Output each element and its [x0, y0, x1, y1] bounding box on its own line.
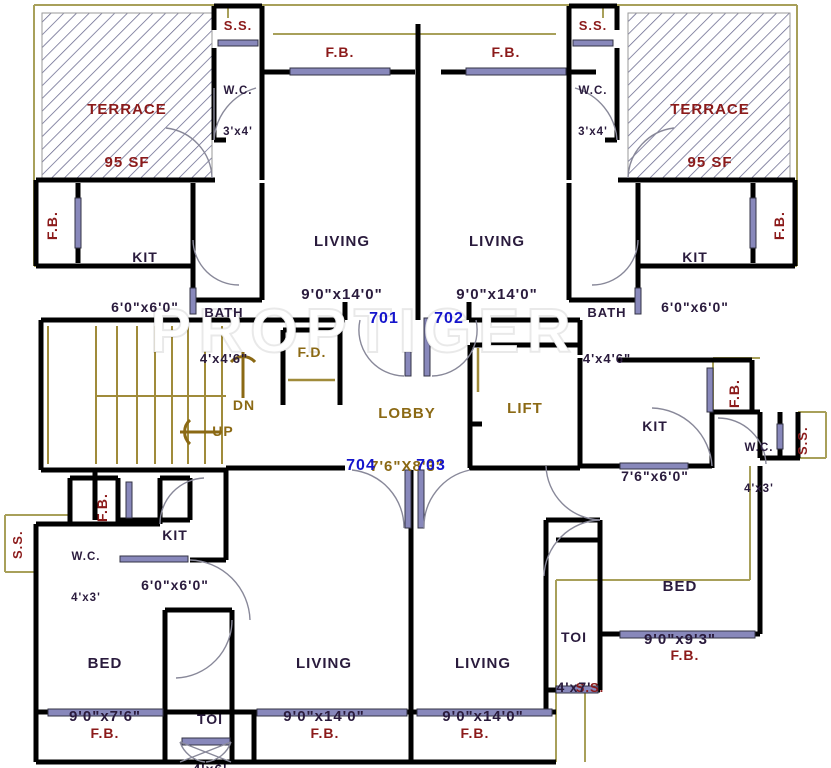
room-label-wc-top-right: W.C. 3'x4' — [578, 85, 608, 138]
room-label-wc-bottom-left: W.C. 4'x3' — [71, 551, 101, 604]
room-label-kit-top-left: KIT 6'0"x6'0" — [111, 249, 179, 315]
terrace-left-hatch — [41, 12, 213, 179]
unit-number-703[interactable]: 703 — [416, 457, 446, 474]
room-label-wc-mid-right: W.C. 4'x3' — [744, 442, 774, 495]
room-label-ss-top-right: S.S. — [578, 18, 608, 33]
room-label-fb-bottom-right: F.B. — [670, 647, 700, 663]
room-label-fb-bottom-2: F.B. — [310, 725, 340, 741]
room-label-fb-right-side: F.B. — [771, 211, 787, 241]
room-label-bed-bottom-left: BED 9'0"x7'6" — [68, 655, 142, 726]
door-swings — [159, 87, 767, 763]
room-label-living-top-left: LIVING 9'0"x14'0" — [301, 233, 383, 304]
windows — [47, 39, 784, 746]
unit-number-702[interactable]: 702 — [434, 310, 464, 327]
stair-up-label: UP — [212, 423, 234, 439]
room-label-fb-bottom-1: F.B. — [90, 725, 120, 741]
room-label-fb-left-side: F.B. — [44, 211, 60, 241]
room-label-wc-top-left: W.C. 3'x4' — [223, 85, 253, 138]
terrace-right-hatch — [627, 12, 791, 179]
room-label-living-bottom-left: LIVING 9'0"x14'0" — [283, 655, 365, 726]
fd-label: F.D. — [297, 344, 327, 360]
room-label-fb-mid-right: F.B. — [726, 379, 742, 409]
unit-number-701[interactable]: 701 — [369, 310, 399, 327]
unit-number-704[interactable]: 704 — [346, 457, 376, 474]
room-label-fb-top-2: F.B. — [491, 44, 521, 60]
room-label-ss-mid-right: S.S. — [795, 426, 810, 456]
room-label-ss-top-left: S.S. — [223, 18, 253, 33]
room-label-kit-bottom-left: KIT 6'0"x6'0" — [141, 527, 209, 593]
staircase — [47, 326, 226, 464]
room-label-toi-bottom-left: TOI 4'x6' — [192, 711, 226, 768]
room-label-fb-bottom-3: F.B. — [460, 725, 490, 741]
room-label-bath-right: BATH 4'x4'6" — [582, 304, 632, 366]
room-label-toi-bottom-right: TOI 4'x7' — [556, 629, 592, 695]
room-label-living-top-right: LIVING 9'0"x14'0" — [456, 233, 538, 304]
room-label-ss-bottom-left: S.S. — [10, 530, 25, 560]
lobby-label: LOBBY 7'6"X8'3" — [370, 405, 444, 476]
room-label-bath-left: BATH 4'x4'6" — [199, 304, 249, 366]
room-label-kit-mid-right: KIT 7'6"x6'0" — [621, 418, 689, 484]
room-label-ss-bottom-right: S.S. — [575, 680, 605, 695]
room-label-terrace-right: TERRACE 95 SF — [670, 101, 750, 172]
room-label-fb-top-1: F.B. — [325, 44, 355, 60]
room-label-bed-bottom-right: BED 9'0"x9'3" — [643, 578, 717, 649]
room-label-kit-top-right: KIT 6'0"x6'0" — [661, 249, 729, 315]
room-label-living-bottom-right: LIVING 9'0"x14'0" — [442, 655, 524, 726]
room-label-fb-mid-left: F.B. — [94, 493, 110, 523]
lift-label: LIFT — [507, 400, 543, 417]
room-label-terrace-left: TERRACE 95 SF — [87, 101, 167, 172]
stair-down-label: DN — [232, 397, 256, 413]
stair-arrows — [180, 352, 257, 446]
